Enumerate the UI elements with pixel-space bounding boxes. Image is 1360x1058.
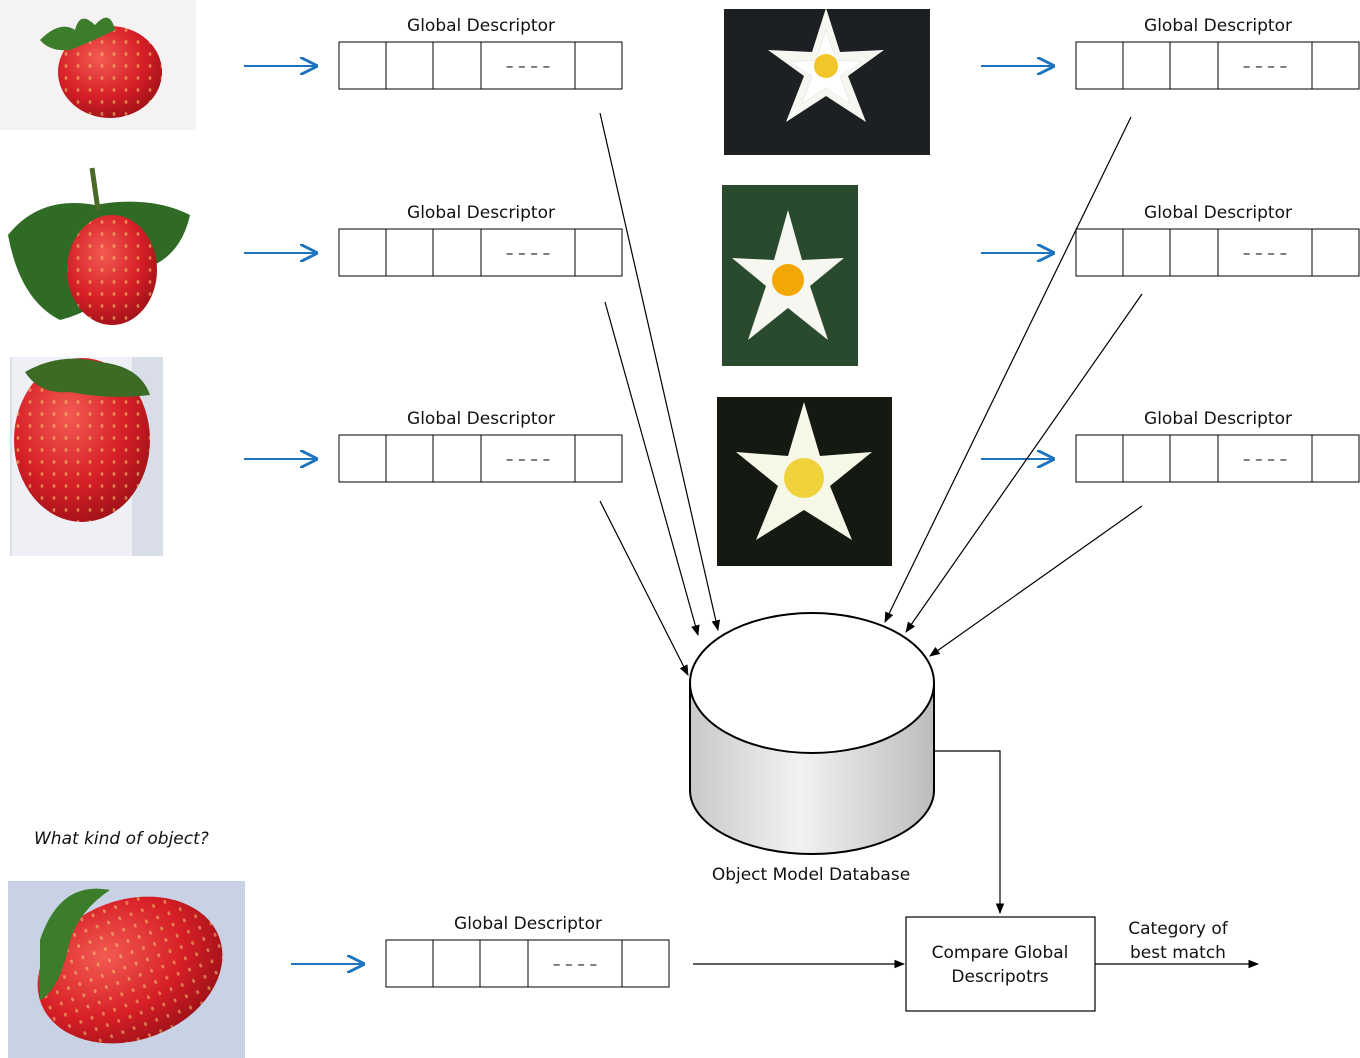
database-label: Object Model Database xyxy=(712,865,910,885)
lily-image-1 xyxy=(724,8,930,155)
descriptor-label: Global Descriptor xyxy=(1144,16,1292,36)
object-model-database xyxy=(689,612,935,855)
descriptor-label: Global Descriptor xyxy=(1144,203,1292,223)
descriptor-cell xyxy=(385,228,434,277)
descriptor-strawberry-2: Global Descriptor – – – – xyxy=(338,203,623,277)
descriptor-cell xyxy=(1075,228,1124,277)
strawberry-image-2 xyxy=(8,167,190,325)
descriptor-cell xyxy=(479,939,529,988)
descriptor-lily-1: Global Descriptor – – – – xyxy=(1075,16,1360,90)
descriptor-cell xyxy=(1122,434,1171,483)
output-label-line1: Category of xyxy=(1128,919,1228,939)
descriptor-query: Global Descriptor – – – – xyxy=(385,914,670,988)
arrows-to-database xyxy=(599,112,1143,676)
descriptor-cell xyxy=(621,939,670,988)
blue-arrows xyxy=(244,66,1053,964)
descriptor-cell xyxy=(432,41,482,90)
descriptor-cell xyxy=(1217,41,1313,90)
descriptor-cell xyxy=(385,939,434,988)
descriptor-cell xyxy=(1169,41,1219,90)
descriptor-cell xyxy=(385,41,434,90)
descriptor-label: Global Descriptor xyxy=(407,203,555,223)
descriptor-cell xyxy=(385,434,434,483)
descriptor-cell xyxy=(1075,41,1124,90)
descriptor-cell xyxy=(480,228,576,277)
descriptor-dashes: – – – – xyxy=(553,955,597,973)
descriptor-cell xyxy=(338,228,387,277)
descriptor-strawberry-1: Global Descriptor – – – – xyxy=(338,16,623,90)
descriptor-lily-2: Global Descriptor – – – – xyxy=(1075,203,1360,277)
descriptor-cell xyxy=(1122,41,1171,90)
descriptor-cell xyxy=(527,939,623,988)
strawberry-image-3 xyxy=(10,357,163,556)
descriptor-cell xyxy=(1311,228,1360,277)
database-to-compare-arrow xyxy=(934,750,1005,915)
compare-box-line1: Compare Global xyxy=(932,943,1069,963)
lily-image-2 xyxy=(722,185,858,366)
descriptor-label: Global Descriptor xyxy=(407,409,555,429)
descriptor-cell xyxy=(1311,41,1360,90)
descriptor-cell xyxy=(1169,228,1219,277)
descriptor-cell xyxy=(432,434,482,483)
descriptor-cell xyxy=(1311,434,1360,483)
descriptor-cell xyxy=(1075,434,1124,483)
descriptor-cell xyxy=(574,434,623,483)
descriptor-cell xyxy=(338,434,387,483)
descriptor-lily-3: Global Descriptor – – – – xyxy=(1075,409,1360,483)
descriptor-label: Global Descriptor xyxy=(1144,409,1292,429)
descriptor-cell xyxy=(432,228,482,277)
compare-box xyxy=(905,916,1096,1012)
descriptor-dashes: – – – – xyxy=(506,57,550,75)
query-strawberry-image xyxy=(8,881,245,1058)
descriptor-cell xyxy=(1217,228,1313,277)
descriptor-vectors: Global Descriptor– – – –Global Descripto… xyxy=(338,16,1360,988)
descriptor-strawberry-3: Global Descriptor – – – – xyxy=(338,409,623,483)
lily-image-3 xyxy=(717,397,892,566)
descriptor-cell xyxy=(338,41,387,90)
descriptor-cell xyxy=(432,939,481,988)
descriptor-dashes: – – – – xyxy=(506,450,550,468)
descriptor-cell xyxy=(1122,228,1171,277)
compare-box-line2: Descripotrs xyxy=(951,967,1048,987)
output-label-line2: best match xyxy=(1130,943,1226,963)
descriptor-label: Global Descriptor xyxy=(454,914,602,934)
descriptor-dashes: – – – – xyxy=(1243,450,1287,468)
descriptor-cell xyxy=(1169,434,1219,483)
descriptor-dashes: – – – – xyxy=(1243,57,1287,75)
descriptor-dashes: – – – – xyxy=(506,244,550,262)
strawberry-image-1 xyxy=(0,0,196,130)
descriptor-dashes: – – – – xyxy=(1243,244,1287,262)
descriptor-cell xyxy=(480,41,576,90)
query-question: What kind of object? xyxy=(34,829,209,849)
descriptor-label: Global Descriptor xyxy=(407,16,555,36)
descriptor-cell xyxy=(574,41,623,90)
descriptor-cell xyxy=(574,228,623,277)
